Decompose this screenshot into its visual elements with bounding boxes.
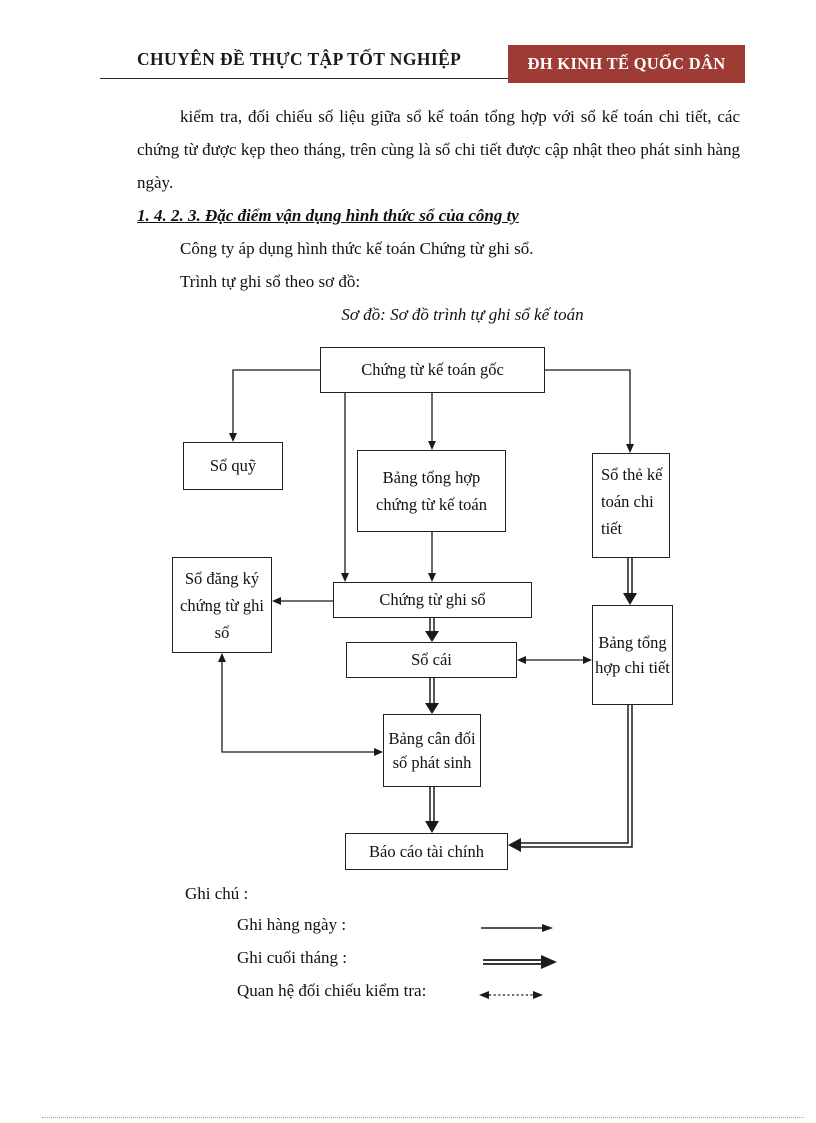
- paragraph-1: kiểm tra, đối chiếu số liệu giữa sổ kế t…: [137, 107, 740, 192]
- box-so-the-ke-toan-chi-tiet: Sổ thẻ kế toán chi tiết: [592, 453, 670, 558]
- box-bang-tong-hop-chung-tu-ke-toan: Bảng tổng hợp chứng từ kế toán: [357, 450, 506, 532]
- box-bang-tong-hop-chi-tiet: Bảng tổng hợp chi tiết: [592, 605, 673, 705]
- paragraph-2: Công ty áp dụng hình thức kế toán Chứng …: [180, 239, 534, 258]
- legend-label-monthly: Ghi cuối tháng :: [237, 948, 348, 967]
- paragraph-3: Trình tự ghi sổ theo sơ đồ:: [180, 272, 361, 291]
- university-badge: ĐH KINH TẾ QUỐC DÂN: [508, 45, 745, 83]
- box-bang-can-doi-so-phat-sinh: Bảng cân đối số phát sinh: [383, 714, 481, 787]
- box-so-dang-ky-chung-tu-ghi-so: Sổ đăng ký chứng từ ghi sổ: [172, 557, 272, 653]
- diagram-caption: Sơ đồ: Sơ đồ trình tự ghi sổ kế toán: [341, 305, 584, 324]
- box-bao-cao-tai-chinh: Báo cáo tài chính: [345, 833, 508, 870]
- box-so-cai: Sổ cái: [346, 642, 517, 678]
- legend-title: Ghi chú :: [185, 884, 249, 903]
- daily-arrow-icon: [481, 924, 553, 932]
- box-so-quy: Sổ quỹ: [183, 442, 283, 490]
- box-chung-tu-ke-toan-goc: Chứng từ kế toán gốc: [320, 347, 545, 393]
- flowchart-connectors: [218, 369, 637, 852]
- box-chung-tu-ghi-so: Chứng từ ghi sổ: [333, 582, 532, 618]
- flowchart-diagram: Chứng từ kế toán gốc Sổ quỹ Bảng tổng hợ…: [0, 340, 816, 900]
- legend-label-daily: Ghi hàng ngày :: [237, 915, 347, 934]
- page-bottom-dotted-rule: [42, 1117, 804, 1118]
- reconcile-dotted-arrow-icon: [479, 991, 543, 999]
- page-header-title: CHUYÊN ĐỀ THỰC TẬP TỐT NGHIỆP: [137, 49, 462, 69]
- legend-label-reconcile: Quan hệ đối chiếu kiểm tra:: [237, 981, 427, 1000]
- text-column: kiểm tra, đối chiếu số liệu giữa sổ kế t…: [137, 100, 740, 331]
- monthly-double-arrow-icon: [483, 955, 557, 969]
- section-heading: 1. 4. 2. 3. Đặc điểm vận dụng hình thức …: [137, 206, 519, 225]
- header-rule: [100, 78, 508, 79]
